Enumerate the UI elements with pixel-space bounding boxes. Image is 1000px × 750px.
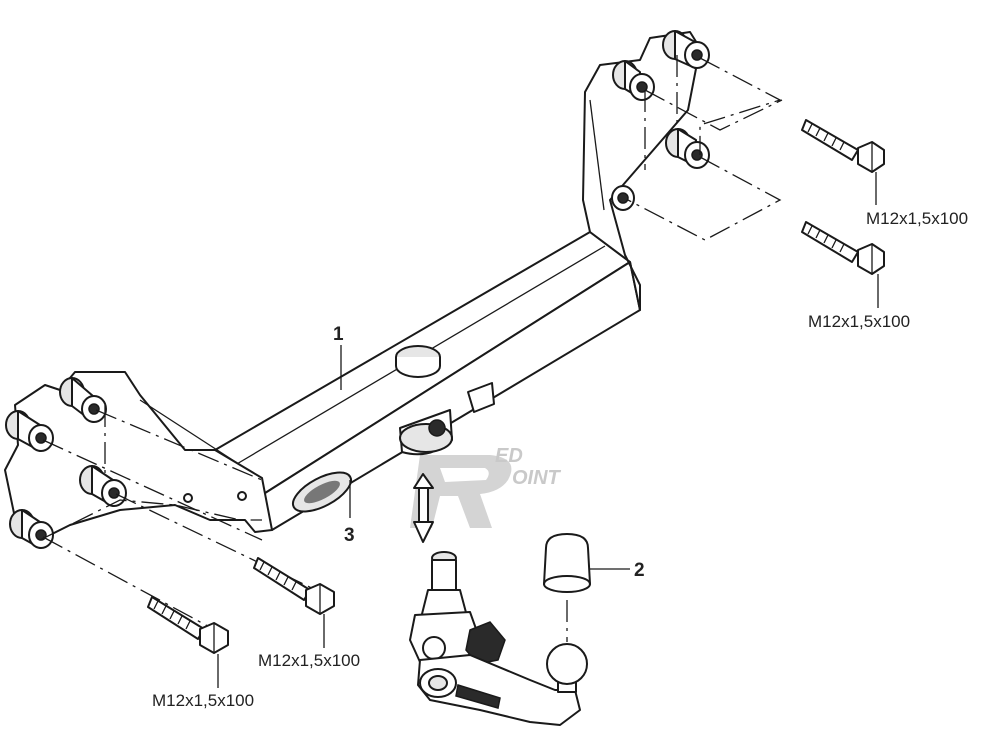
bolt-left-inner: [253, 557, 335, 615]
callout-part-2: 2: [634, 560, 645, 581]
right-alignment-lines: [627, 55, 783, 241]
spacer-sleeve-right-2: [612, 60, 655, 101]
bolt-right-upper: [801, 119, 885, 173]
tow-ball-cap: [543, 533, 591, 593]
spacer-sleeve-left-2: [5, 410, 54, 452]
bolt-label-left-inner: M12x1,5x100: [258, 651, 360, 670]
left-mounting-bracket: [4, 371, 273, 549]
bolt-label-right-lower: M12x1,5x100: [808, 312, 910, 331]
spacer-sleeve-right-3: [665, 128, 710, 169]
watermark-text-top: ED: [495, 445, 523, 467]
tow-ball-neck-part-2: [409, 551, 588, 726]
redpoint-watermark-logo: ED OINT: [410, 445, 562, 528]
bolt-left-outer: [147, 596, 229, 654]
crossbar-part-1: [214, 231, 641, 531]
bolt-right-lower: [801, 221, 885, 275]
spacer-sleeve-right-4: [611, 185, 635, 211]
tow-ball: [546, 643, 588, 685]
spacer-sleeve-left-4: [9, 509, 54, 549]
spacer-sleeve-left-1: [59, 377, 107, 423]
bolt-label-right-upper: M12x1,5x100: [866, 209, 968, 228]
watermark-text-bottom: OINT: [512, 467, 562, 489]
right-mounting-bracket: [582, 30, 710, 311]
callout-part-3: 3: [344, 525, 355, 546]
callout-part-1: 1: [333, 324, 344, 345]
spacer-sleeve-right-1: [662, 30, 710, 69]
insertion-arrow: [413, 473, 434, 543]
bolt-label-left-outer: M12x1,5x100: [152, 691, 254, 710]
